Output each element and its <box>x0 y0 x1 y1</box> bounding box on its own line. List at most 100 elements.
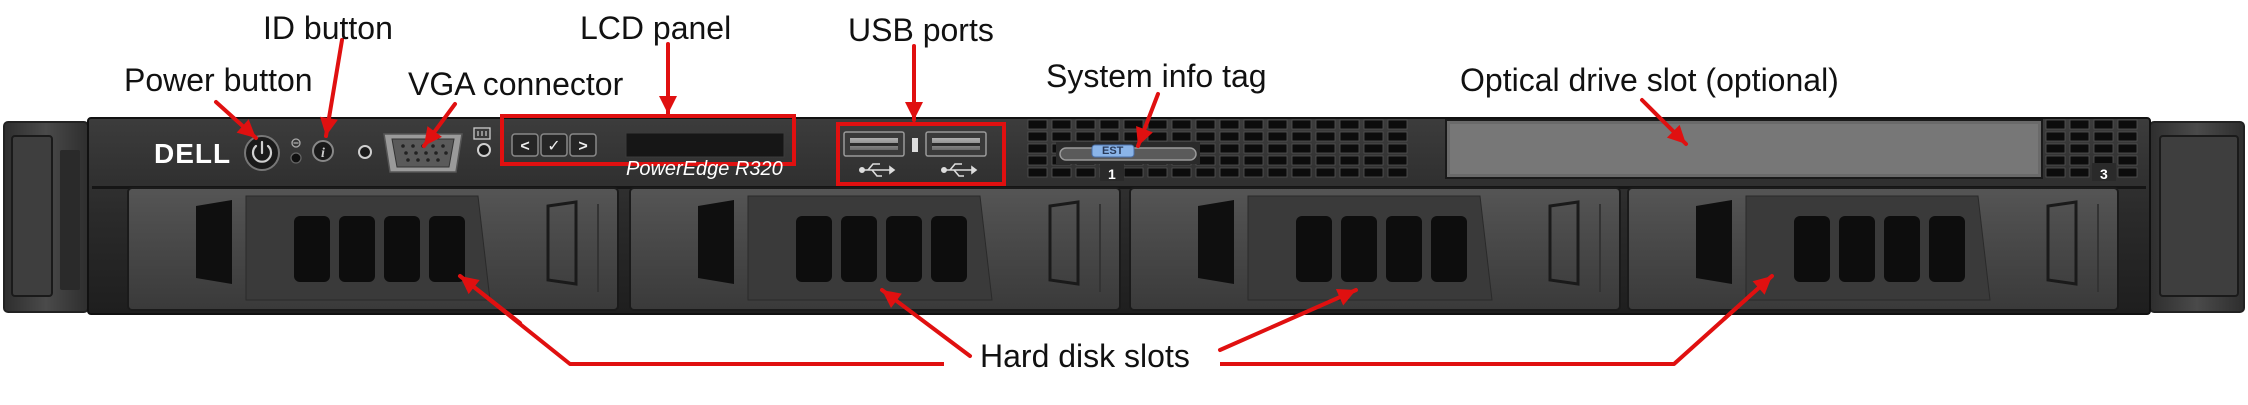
vent-hole <box>1219 167 1240 178</box>
vent-hole <box>1267 131 1288 142</box>
vent-hole <box>1099 119 1120 130</box>
vent-hole <box>1363 167 1384 178</box>
power-button[interactable] <box>244 135 280 171</box>
vent-hole <box>1027 131 1048 142</box>
lcd-panel-frame <box>500 114 796 166</box>
vent-hole <box>1363 143 1384 154</box>
hard-disk-slot[interactable] <box>127 187 619 311</box>
model-name: PowerEdge R320 <box>626 158 783 180</box>
usb-icon <box>940 163 978 177</box>
vent-hole <box>1315 131 1336 142</box>
label-power-button: Power button <box>124 62 313 98</box>
usb-ports-frame <box>836 122 1006 186</box>
vent-hole <box>1243 167 1264 178</box>
vent-hole <box>2117 155 2138 166</box>
lcd-screen <box>625 132 785 158</box>
hard-disk-slot[interactable] <box>1129 187 1621 311</box>
system-info-tag[interactable] <box>1059 144 1197 161</box>
vent-hole <box>1219 155 1240 166</box>
vent-hole <box>2045 167 2066 178</box>
lcd-button-left[interactable] <box>511 133 539 157</box>
vent-hole <box>1315 167 1336 178</box>
label-lcd-panel: LCD panel <box>580 10 732 46</box>
lcd-button-left-label: < <box>520 138 529 155</box>
lcd-button-select-label: ✓ <box>547 136 560 155</box>
vent-hole <box>1291 131 1312 142</box>
rack-ear-right <box>2149 121 2245 313</box>
vent-hole <box>1243 155 1264 166</box>
vent-hole <box>1171 119 1192 130</box>
hard-disk-bays <box>127 187 2119 311</box>
vent-hole <box>1387 143 1408 154</box>
vent-hole <box>2069 131 2090 142</box>
vent-hole <box>2093 143 2114 154</box>
vga-connector[interactable] <box>383 133 463 173</box>
vent-hole <box>2069 143 2090 154</box>
bay-number-right: 3 <box>2100 166 2108 182</box>
usb-port-1[interactable] <box>843 131 905 157</box>
vent-hole <box>2045 131 2066 142</box>
callout-arrow <box>320 38 344 138</box>
vent-hole <box>1243 131 1264 142</box>
vent-hole <box>1027 167 1048 178</box>
vent-hole <box>1339 155 1360 166</box>
vent-hole <box>2117 119 2138 130</box>
vent-hole <box>1339 143 1360 154</box>
vent-hole <box>1387 131 1408 142</box>
vent-hole <box>1339 167 1360 178</box>
usb-port-2[interactable] <box>925 131 987 157</box>
hard-disk-slot[interactable] <box>629 187 1121 311</box>
lcd-button-right-label: > <box>578 138 587 155</box>
label-hard-disk-slots: Hard disk slots <box>980 338 1190 374</box>
vent-hole <box>1387 167 1408 178</box>
vent-hole <box>1291 143 1312 154</box>
lcd-panel: < ✓ > <box>511 132 785 158</box>
vent-hole <box>1075 119 1096 130</box>
vent-hole <box>2069 119 2090 130</box>
vent-hole <box>1291 167 1312 178</box>
lcd-button-select[interactable] <box>540 133 568 157</box>
monitor-icon <box>473 127 491 140</box>
label-usb-ports: USB ports <box>848 12 994 48</box>
vent-hole <box>1267 119 1288 130</box>
optical-drive-slot[interactable] <box>1445 119 2043 179</box>
vent-hole <box>1027 155 1048 166</box>
vent-hole <box>2117 131 2138 142</box>
rack-ear-left <box>3 121 89 313</box>
vent-hole <box>1387 155 1408 166</box>
vent-hole <box>1267 143 1288 154</box>
vent-hole <box>1291 155 1312 166</box>
callout-arrow <box>422 102 457 148</box>
vent-hole <box>1027 143 1048 154</box>
label-id-button: ID button <box>263 10 393 46</box>
label-system-info-tag: System info tag <box>1046 58 1267 94</box>
vent-hole <box>1123 167 1144 178</box>
bay-number-left: 1 <box>1108 166 1116 182</box>
vent-hole <box>1147 119 1168 130</box>
vent-hole <box>1147 167 1168 178</box>
vent-hole <box>1339 131 1360 142</box>
vent-hole <box>1267 155 1288 166</box>
vent-hole <box>1219 119 1240 130</box>
vent-hole <box>1171 167 1192 178</box>
vent-hole <box>1075 167 1096 178</box>
vent-hole <box>2045 143 2066 154</box>
hard-disk-slot[interactable] <box>1627 187 2119 311</box>
lcd-button-right[interactable] <box>569 133 597 157</box>
callout-arrows <box>214 38 1774 366</box>
vent-hole <box>1291 119 1312 130</box>
callout-arrow <box>1136 92 1160 148</box>
power-icon <box>251 144 273 163</box>
usb-icon <box>858 163 896 177</box>
callout-arrow <box>1722 274 1774 321</box>
id-button[interactable]: i <box>312 140 334 162</box>
vent-hole <box>1195 131 1216 142</box>
vent-hole <box>1363 131 1384 142</box>
vent-hole <box>1027 119 1048 130</box>
vent-hole <box>1051 131 1072 142</box>
dell-logo: DELL <box>154 138 232 169</box>
vent-hole <box>1051 119 1072 130</box>
vent-hole <box>1219 143 1240 154</box>
